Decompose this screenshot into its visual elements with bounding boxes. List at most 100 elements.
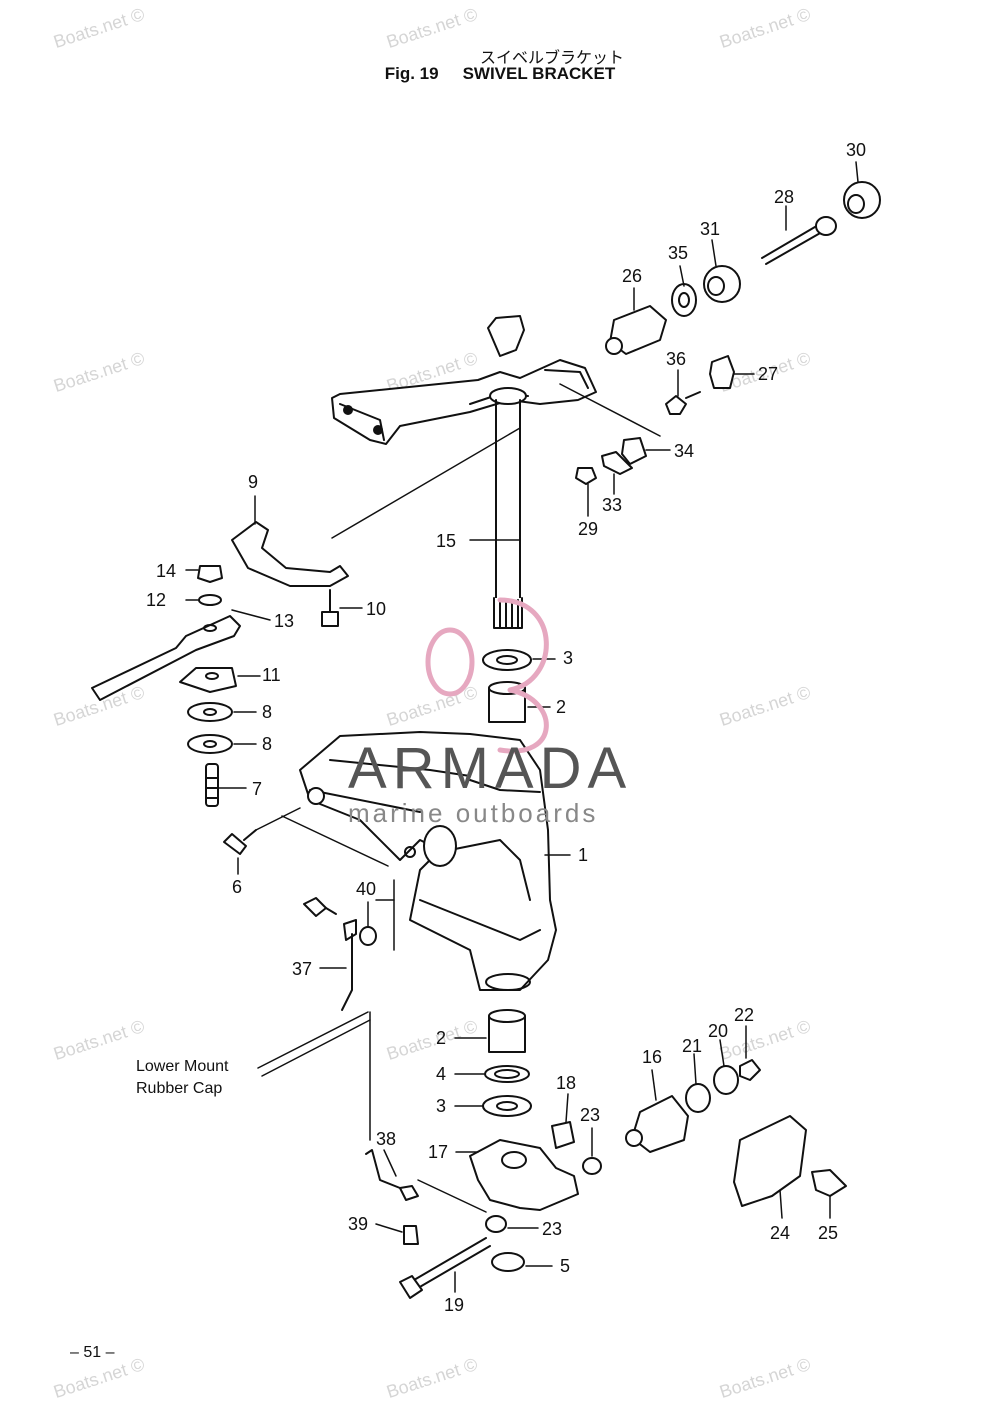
part-label-28: 28 (774, 187, 795, 207)
part-label-18: 18 (556, 1073, 577, 1093)
part-label-3: 3 (436, 1096, 447, 1116)
part-label-1: 1 (578, 845, 589, 865)
part-label-38: 38 (376, 1129, 397, 1149)
figure-title: Fig. 19 SWIVEL BRACKET (0, 64, 1000, 84)
wire-37 (341, 933, 353, 1011)
tilt-bushing (605, 305, 667, 355)
nut-29 (575, 467, 597, 485)
grease-nipple-bolt (223, 829, 257, 855)
figure-title-japanese: スイベルブラケット (479, 48, 624, 67)
lower-mount-note: Lower Mount Rubber Cap (136, 1056, 229, 1099)
part-label-2: 2 (436, 1028, 447, 1048)
part-label-5: 5 (560, 1256, 571, 1276)
washer-8b (187, 734, 233, 754)
part-label-29: 29 (578, 519, 599, 539)
tilt-bolt (761, 216, 837, 265)
figure-name: SWIVEL BRACKET (462, 64, 616, 83)
part-label-27: 27 (758, 364, 779, 384)
part-label-19: 19 (444, 1295, 465, 1315)
washer-40 (359, 926, 377, 946)
lower-mount-cover (733, 1115, 807, 1207)
part-label-31: 31 (700, 219, 721, 239)
thrust-washer-upper (482, 649, 532, 671)
lower-mount-rubber (625, 1095, 689, 1153)
pin-7 (205, 763, 219, 807)
part-label-14: 14 (156, 561, 177, 581)
part-label-16: 16 (642, 1047, 663, 1067)
part-label-23: 23 (580, 1105, 601, 1125)
part-label-17: 17 (428, 1142, 449, 1162)
nut-14 (197, 565, 223, 583)
tab-washer-11 (179, 667, 237, 693)
brand-logo-text: ARMADA (348, 736, 633, 801)
part-label-8: 8 (262, 734, 273, 754)
part-label-36: 36 (666, 349, 687, 369)
bushing-lower (488, 1009, 526, 1053)
thrust-washer-lower (482, 1095, 532, 1117)
part-label-39: 39 (348, 1214, 369, 1234)
part-label-20: 20 (708, 1021, 729, 1041)
washer-8a (187, 702, 233, 722)
part-label-15: 15 (436, 531, 457, 551)
part-label-4: 4 (436, 1064, 447, 1084)
bolt-39 (403, 1225, 419, 1245)
bolt-36 (665, 391, 701, 415)
part-label-11: 11 (262, 665, 281, 685)
friction-plate (231, 521, 349, 587)
cap-nut-30 (843, 181, 881, 219)
page-number: – 51 – (70, 1344, 115, 1361)
part-label-8: 8 (262, 702, 273, 722)
note-line-1: Lower Mount (136, 1058, 229, 1075)
washer-20 (713, 1065, 739, 1095)
part-label-10: 10 (366, 599, 387, 619)
rubber-cap (551, 1121, 575, 1149)
lower-mount-housing (469, 1139, 579, 1211)
part-label-34: 34 (674, 441, 695, 461)
leader-lines (185, 161, 859, 1293)
washer-21 (685, 1083, 711, 1113)
friction-lever (91, 615, 241, 701)
circlip-5 (491, 1252, 525, 1272)
tab-33 (601, 451, 633, 475)
nut-22 (739, 1059, 761, 1081)
bolt-10 (321, 589, 339, 627)
washer-23b (485, 1215, 507, 1233)
part-label-30: 30 (846, 140, 867, 160)
part-label-23: 23 (542, 1219, 563, 1239)
nut-31 (703, 265, 741, 303)
part-label-12: 12 (146, 590, 167, 610)
part-label-33: 33 (602, 495, 623, 515)
bolt-25 (811, 1169, 847, 1197)
part-label-2: 2 (556, 697, 567, 717)
steering-shaft (493, 399, 523, 629)
part-label-6: 6 (232, 877, 243, 897)
swivel-bracket-body (299, 731, 557, 991)
bolt-37a (303, 897, 327, 917)
clip-37 (343, 919, 357, 941)
washer-23a (582, 1157, 602, 1175)
part-label-24: 24 (770, 1223, 791, 1243)
long-bolt-19 (399, 1237, 491, 1299)
brand-logo-subtitle: marine outboards (348, 798, 599, 828)
washer-12 (198, 594, 222, 606)
part-label-22: 22 (734, 1005, 755, 1025)
part-label-13: 13 (274, 611, 295, 631)
tab-34 (621, 437, 647, 465)
washer-35 (671, 283, 697, 317)
part-label-37: 37 (292, 959, 313, 979)
part-label-26: 26 (622, 266, 643, 286)
part-label-25: 25 (818, 1223, 839, 1243)
part-label-40: 40 (356, 879, 377, 899)
washer-4 (484, 1065, 530, 1083)
part-label-35: 35 (668, 243, 689, 263)
part-label-3: 3 (563, 648, 574, 668)
brand-logo-mark (425, 597, 549, 754)
steering-bracket-upper (331, 315, 597, 445)
part-label-9: 9 (248, 472, 259, 492)
figure-number: Fig. 19 (384, 64, 439, 83)
part-label-21: 21 (682, 1036, 703, 1056)
plate-27 (709, 355, 735, 389)
note-line-2: Rubber Cap (136, 1079, 223, 1097)
part-label-7: 7 (252, 779, 263, 799)
